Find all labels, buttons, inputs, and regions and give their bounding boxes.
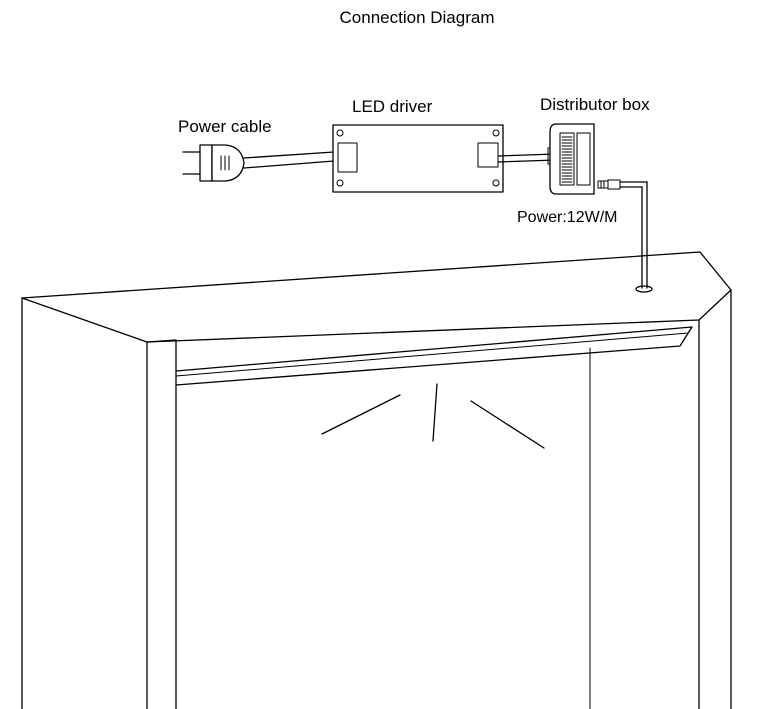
- distributor-box-label: Distributor box: [540, 95, 650, 114]
- power-plug-icon: [182, 144, 245, 182]
- cabinet: [21, 251, 732, 709]
- power-cable-label: Power cable: [178, 117, 272, 136]
- driver-output-cable: [497, 153, 557, 163]
- light-rays-icon: [321, 383, 545, 449]
- light-feed-cable: [597, 179, 653, 293]
- led-light-bar: [175, 326, 693, 386]
- power-cable: [243, 151, 335, 169]
- distributor-box-unit: [547, 123, 595, 195]
- power-rating-label: Power:12W/M: [517, 209, 617, 226]
- led-driver-unit: [332, 124, 504, 193]
- diagram-title: Connection Diagram: [340, 8, 495, 27]
- led-driver-label: LED driver: [352, 97, 433, 116]
